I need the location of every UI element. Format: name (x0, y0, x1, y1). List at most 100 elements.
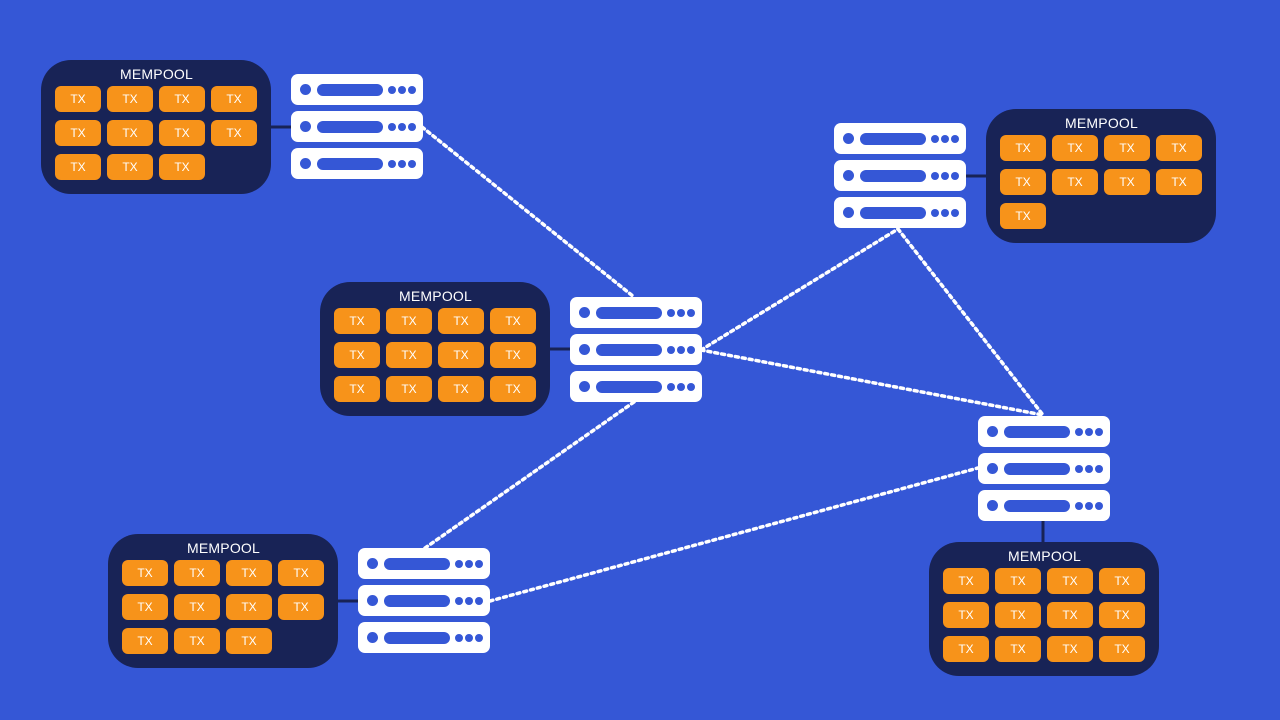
transaction: TX (334, 376, 380, 402)
peer-link-node-3-node-5 (488, 466, 980, 603)
transaction: TX (107, 154, 153, 180)
transaction: TX (334, 342, 380, 368)
transaction: TX (1047, 568, 1093, 594)
server-led-icon (987, 463, 998, 474)
mempool-title: MEMPOOL (1008, 548, 1081, 564)
transaction: TX (278, 594, 324, 620)
tx-grid: TX TX TX TX TX TX TX TX TX (1000, 135, 1203, 229)
transaction: TX (122, 560, 168, 586)
transaction: TX (438, 342, 484, 368)
status-dots-icon (1075, 464, 1103, 473)
status-dots-icon (455, 559, 483, 568)
mempool-title: MEMPOOL (187, 540, 260, 556)
server-led-icon (843, 133, 854, 144)
server-rack (358, 622, 490, 653)
mempool-node-5: MEMPOOL TX TX TX TX TX TX TX TX TX TX TX… (929, 542, 1159, 676)
transaction: TX (1156, 135, 1202, 161)
transaction: TX (438, 308, 484, 334)
transaction: TX (995, 602, 1041, 628)
mempool-node-3: MEMPOOL TX TX TX TX TX TX TX TX TX TX TX (108, 534, 338, 668)
server-node-5 (978, 416, 1110, 521)
transaction: TX (438, 376, 484, 402)
transaction: TX (1052, 169, 1098, 195)
status-dots-icon (667, 345, 695, 354)
transaction: TX (1156, 169, 1202, 195)
transaction: TX (122, 628, 168, 654)
transaction: TX (490, 342, 536, 368)
transaction: TX (174, 594, 220, 620)
status-dots-icon (1075, 427, 1103, 436)
server-led-icon (367, 558, 378, 569)
transaction: TX (55, 86, 101, 112)
status-dots-icon (667, 308, 695, 317)
server-node-2 (570, 297, 702, 402)
server-led-icon (367, 632, 378, 643)
transaction: TX (226, 560, 272, 586)
transaction: TX (159, 86, 205, 112)
drive-bay-icon (384, 594, 450, 607)
server-rack (358, 548, 490, 579)
drive-bay-icon (384, 631, 450, 644)
transaction: TX (107, 86, 153, 112)
transaction: TX (159, 120, 205, 146)
drive-bay-icon (860, 169, 926, 182)
transaction: TX (1099, 568, 1145, 594)
transaction: TX (159, 154, 205, 180)
server-rack (978, 416, 1110, 447)
drive-bay-icon (1004, 499, 1070, 512)
transaction: TX (943, 568, 989, 594)
mempool-title: MEMPOOL (120, 66, 193, 82)
peer-link-node-1-node-2 (420, 125, 636, 299)
server-led-icon (579, 381, 590, 392)
drive-bay-icon (317, 120, 383, 133)
server-node-4 (834, 123, 966, 228)
transaction: TX (943, 602, 989, 628)
server-led-icon (579, 307, 590, 318)
status-dots-icon (931, 171, 959, 180)
server-node-1 (291, 74, 423, 179)
transaction: TX (490, 376, 536, 402)
tx-grid: TX TX TX TX TX TX TX TX TX TX TX TX (334, 308, 537, 402)
transaction: TX (174, 628, 220, 654)
drive-bay-icon (860, 132, 926, 145)
drive-bay-icon (317, 157, 383, 170)
transaction: TX (1047, 602, 1093, 628)
status-dots-icon (388, 122, 416, 131)
transaction: TX (1099, 636, 1145, 662)
transaction: TX (107, 120, 153, 146)
drive-bay-icon (317, 83, 383, 96)
transaction: TX (490, 308, 536, 334)
server-led-icon (300, 84, 311, 95)
mempool-node-1: MEMPOOL TX TX TX TX TX TX TX TX TX TX TX (41, 60, 271, 194)
status-dots-icon (931, 208, 959, 217)
tx-grid: TX TX TX TX TX TX TX TX TX TX TX TX (943, 568, 1146, 662)
transaction: TX (211, 86, 257, 112)
drive-bay-icon (596, 306, 662, 319)
server-rack (834, 197, 966, 228)
drive-bay-icon (596, 343, 662, 356)
transaction: TX (1047, 636, 1093, 662)
status-dots-icon (455, 596, 483, 605)
server-rack (834, 123, 966, 154)
transaction: TX (1104, 169, 1150, 195)
transaction: TX (226, 594, 272, 620)
transaction: TX (995, 568, 1041, 594)
status-dots-icon (931, 134, 959, 143)
status-dots-icon (1075, 501, 1103, 510)
drive-bay-icon (1004, 462, 1070, 475)
transaction: TX (55, 120, 101, 146)
mempool-title: MEMPOOL (399, 288, 472, 304)
transaction: TX (278, 560, 324, 586)
peer-link-node-2-node-4 (699, 227, 900, 352)
drive-bay-icon (1004, 425, 1070, 438)
mempool-title: MEMPOOL (1065, 115, 1138, 131)
server-rack (834, 160, 966, 191)
server-led-icon (987, 426, 998, 437)
peer-link-node-2-node-5 (699, 348, 1045, 417)
drive-bay-icon (860, 206, 926, 219)
status-dots-icon (667, 382, 695, 391)
server-led-icon (843, 170, 854, 181)
server-led-icon (987, 500, 998, 511)
peer-link-node-2-node-3 (423, 400, 636, 550)
transaction: TX (1000, 203, 1046, 229)
